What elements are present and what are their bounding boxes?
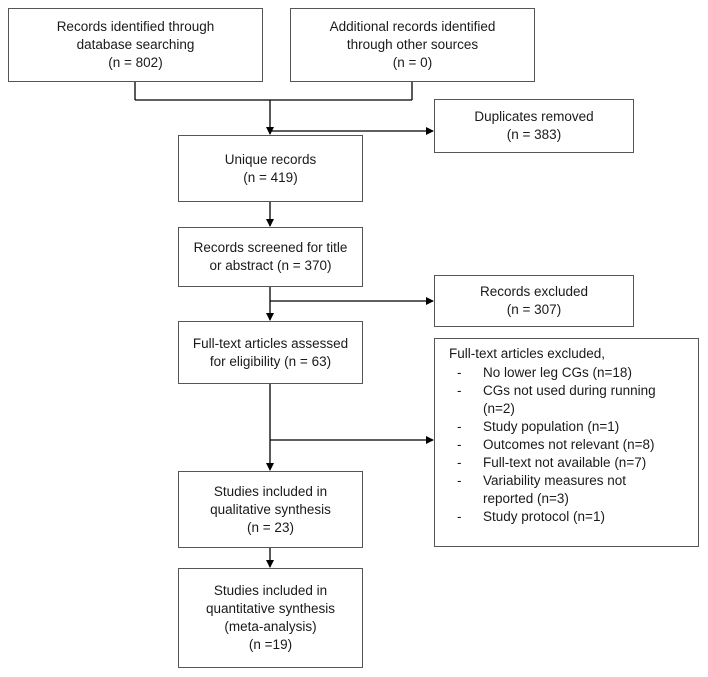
label-line: Studies included in: [213, 483, 328, 499]
label-line: qualitative synthesis: [210, 501, 331, 517]
label-line: (n = 383): [506, 127, 562, 142]
box-quantitative-synthesis: Studies included in quantitative synthes…: [178, 568, 363, 668]
label-line: (n =19): [248, 637, 293, 652]
exclusion-reasons-list: No lower leg CGs (n=18) CGs not used dur…: [449, 364, 688, 526]
label-line: (n = 802): [108, 55, 163, 70]
label-line: or abstract (n = 370): [209, 258, 332, 273]
label-line: Records screened for title: [193, 240, 348, 255]
label-line: (n = 23): [247, 519, 294, 535]
label-line: Records identified through: [56, 19, 215, 34]
label-line: Unique records: [224, 151, 317, 167]
box-qualitative-synthesis: Studies included in qualitative synthesi…: [178, 471, 363, 548]
exclusion-reason: Variability measures not: [449, 472, 688, 490]
box-duplicates-removed: Duplicates removed (n = 383): [434, 99, 634, 153]
label-line: Studies included in: [213, 583, 328, 598]
exclusion-reason: Study protocol (n=1): [449, 508, 688, 526]
exclusion-reason: Outcomes not relevant (n=8): [449, 436, 688, 454]
label-line: quantitative synthesis: [205, 601, 336, 616]
exclusion-reason: No lower leg CGs (n=18): [449, 364, 688, 382]
exclusion-reason-continued: reported (n=3): [483, 491, 569, 506]
label-line: Records excluded: [479, 284, 589, 299]
exclusion-reason: Full-text not available (n=7): [449, 454, 688, 472]
box-other-sources: Additional records identified through ot…: [290, 8, 535, 82]
box-fulltext-excluded: Full-text articles excluded, No lower le…: [434, 338, 699, 547]
box-database-search: Records identified through database sear…: [8, 8, 263, 82]
label-line: (meta-analysis): [224, 619, 317, 634]
label-line: through other sources: [346, 37, 479, 52]
fulltext-excluded-heading: Full-text articles excluded,: [449, 346, 606, 361]
exclusion-reason: Study population (n=1): [449, 418, 688, 436]
label-line: database searching: [76, 37, 195, 52]
exclusion-reason: CGs not used during running: [449, 382, 688, 400]
box-unique-records: Unique records (n = 419): [178, 135, 363, 202]
label-line: (n = 419): [243, 169, 298, 185]
exclusion-reason-continued: (n=2): [483, 401, 515, 416]
label-line: Duplicates removed: [474, 109, 594, 124]
label-line: (n = 0): [392, 55, 433, 70]
box-fulltext-assessed: Full-text articles assessed for eligibil…: [178, 321, 363, 384]
label-line: (n = 307): [506, 302, 562, 317]
box-records-screened: Records screened for title or abstract (…: [178, 227, 363, 287]
label-line: Additional records identified: [329, 19, 496, 34]
label-line: Full-text articles assessed: [192, 335, 349, 351]
label-line: for eligibility (n = 63): [209, 353, 332, 369]
box-records-excluded: Records excluded (n = 307): [434, 275, 634, 327]
